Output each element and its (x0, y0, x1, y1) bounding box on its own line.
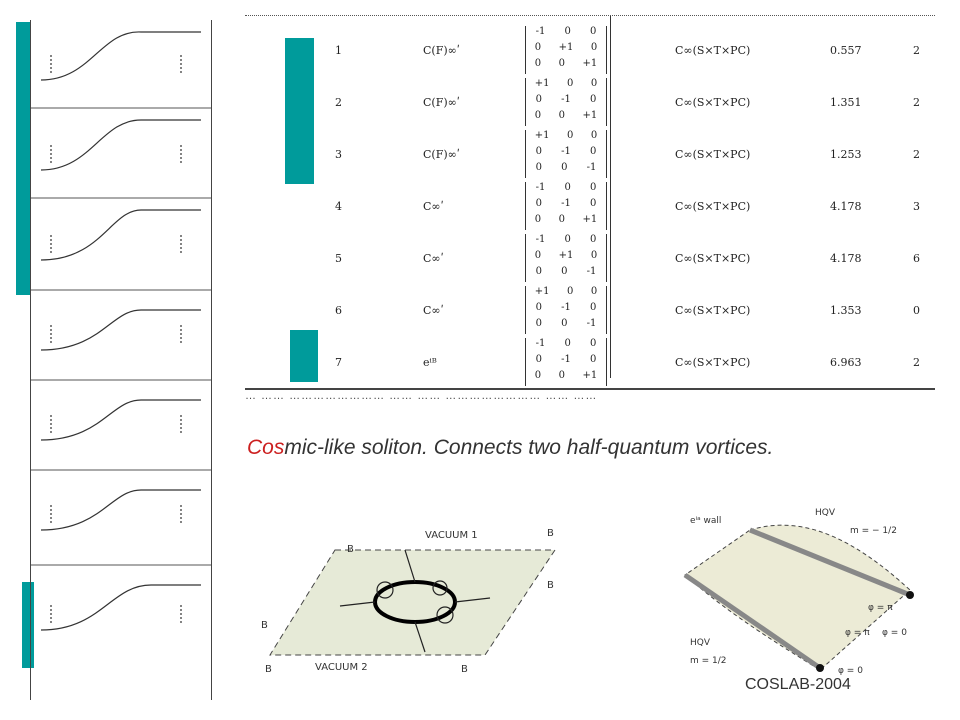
row-number: 7 (335, 356, 342, 369)
table-footer-dots: … …… …………………… …… …… …………………… …… …… (245, 390, 598, 402)
hqv-wall-diagram: eⁱᵃ wall HQV m = − 1/2 HQV m = 1/2 φ = π… (670, 505, 930, 680)
label-hqv-bottom: HQV (690, 638, 711, 648)
label-b-4: B (261, 620, 268, 631)
label-phi-pi-mid: φ = π (845, 628, 870, 638)
row-symmetry: C(F)∞ʹ (423, 44, 460, 57)
label-phi-pi-top: φ = π (868, 603, 893, 613)
label-m-top: m = − 1/2 (850, 526, 897, 536)
row-value: 6.963 (830, 356, 862, 369)
row-degeneracy: 3 (913, 200, 920, 213)
row-number: 1 (335, 44, 342, 57)
row-group: C∞(S×T×PC) (675, 200, 751, 213)
row-number: 5 (335, 252, 342, 265)
row-degeneracy: 6 (913, 252, 920, 265)
vacuum-plane (269, 549, 556, 656)
vortex-ring-diagram: VACUUM 1 VACUUM 2 B B B B B B (255, 520, 575, 690)
row-value: 1.353 (830, 304, 862, 317)
label-hqv-top: HQV (815, 508, 836, 518)
row-group: C∞(S×T×PC) (675, 252, 751, 265)
row-symmetry: C∞ʹ (423, 200, 444, 213)
row-symmetry: C(F)∞ʹ (423, 96, 460, 109)
label-wall: eⁱᵃ wall (690, 516, 721, 526)
accent-bar-table-top (285, 38, 314, 184)
soliton-profile-plots (30, 20, 212, 700)
footer-label: COSLAB-2004 (745, 676, 851, 693)
row-degeneracy: 2 (913, 148, 920, 161)
label-b-2: B (547, 528, 554, 539)
row-group: C∞(S×T×PC) (675, 44, 751, 57)
row-symmetry: eⁱᴮ (423, 356, 437, 369)
row-group: C∞(S×T×PC) (675, 304, 751, 317)
hqv-bottom-line (683, 572, 822, 671)
caption-text: mic-like soliton. Connects two half-quan… (284, 436, 774, 459)
row-group: C∞(S×T×PC) (675, 148, 751, 161)
row-value: 1.253 (830, 148, 862, 161)
label-b-3: B (547, 580, 554, 591)
accent-bar-left-bottom (22, 582, 34, 668)
wall-surface (684, 524, 911, 671)
row-number: 4 (335, 200, 342, 213)
hqv-top-line (749, 527, 911, 598)
row-number: 2 (335, 96, 342, 109)
label-vacuum-1: VACUUM 1 (425, 530, 478, 541)
label-b-5: B (265, 664, 272, 675)
row-symmetry: C∞ʹ (423, 252, 444, 265)
row-value: 0.557 (830, 44, 862, 57)
label-phi-0-bot: φ = 0 (838, 666, 863, 676)
row-value: 4.178 (830, 200, 862, 213)
table-divider (610, 16, 611, 378)
label-m-bottom: m = 1/2 (690, 656, 727, 666)
row-degeneracy: 2 (913, 356, 920, 369)
label-vacuum-2: VACUUM 2 (315, 662, 368, 673)
row-value: 4.178 (830, 252, 862, 265)
row-number: 6 (335, 304, 342, 317)
row-degeneracy: 2 (913, 96, 920, 109)
row-group: C∞(S×T×PC) (675, 356, 751, 369)
accent-bar-left-top (16, 22, 30, 295)
row-number: 3 (335, 148, 342, 161)
row-symmetry: C(F)∞ʹ (423, 148, 460, 161)
profile-curves (31, 31, 211, 631)
accent-bar-table-bottom (290, 330, 318, 382)
label-phi-0-mid: φ = 0 (882, 628, 907, 638)
label-b-6: B (461, 664, 468, 675)
row-value: 1.351 (830, 96, 862, 109)
row-group: C∞(S×T×PC) (675, 96, 751, 109)
caption: Cosmic-like soliton. Connects two half-q… (247, 436, 773, 460)
caption-highlight: Cos (247, 436, 285, 459)
row-symmetry: C∞ʹ (423, 304, 444, 317)
row-degeneracy: 0 (913, 304, 920, 317)
row-degeneracy: 2 (913, 44, 920, 57)
label-b-1: B (347, 544, 354, 555)
